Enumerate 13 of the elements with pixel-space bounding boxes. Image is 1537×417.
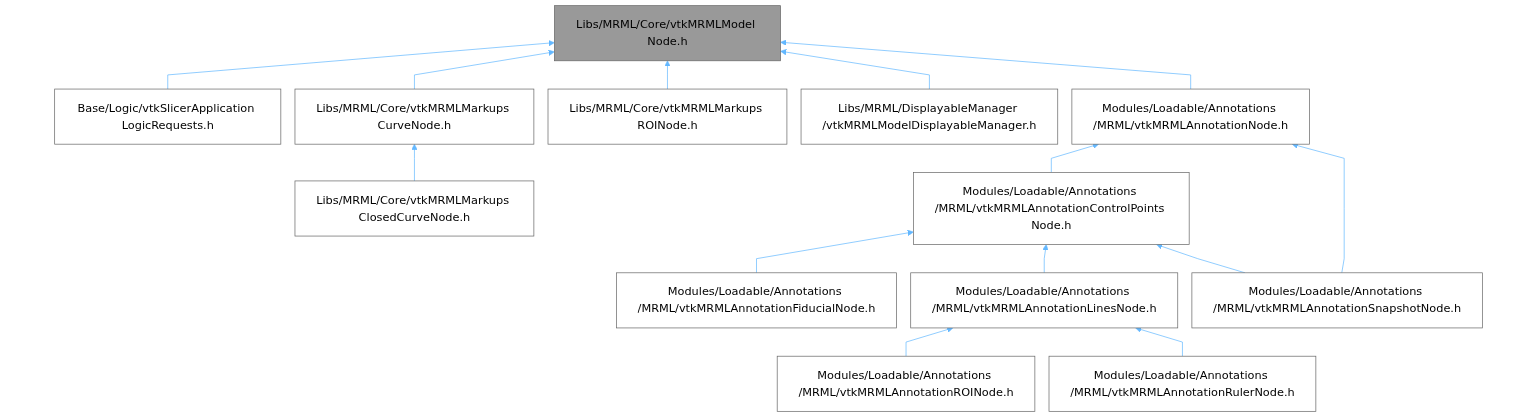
node-box xyxy=(547,88,788,145)
node-box xyxy=(554,5,781,62)
node-box xyxy=(1071,88,1310,145)
node-box xyxy=(1191,272,1483,329)
node-box xyxy=(294,88,535,145)
node-box xyxy=(913,172,1190,245)
node-box xyxy=(776,355,1036,412)
node-box xyxy=(54,88,282,145)
node-box xyxy=(294,180,535,237)
node-box xyxy=(616,272,897,329)
node-box xyxy=(1048,355,1317,412)
node-box xyxy=(910,272,1179,329)
node-box xyxy=(800,88,1059,145)
